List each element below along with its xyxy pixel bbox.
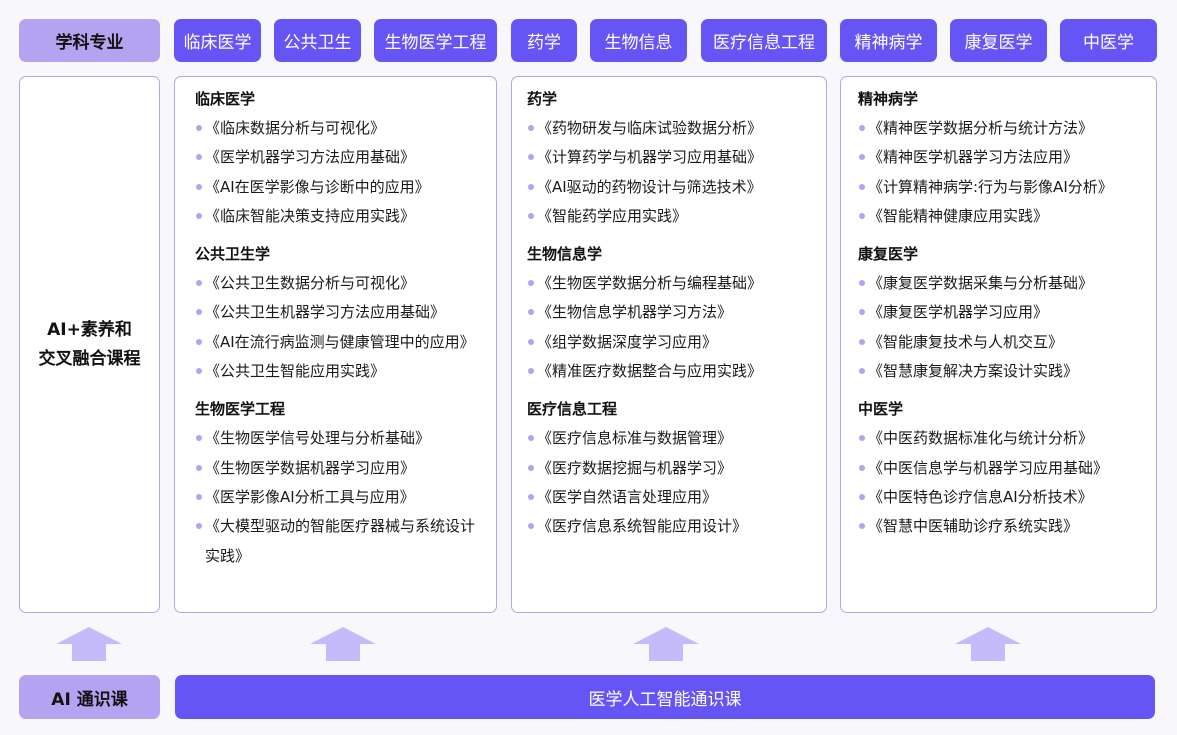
course-item: 《智能康复技术与人机交互》 [858,328,1156,357]
tab-pharmacy[interactable]: 药学 [511,19,577,62]
course-item: 《公共卫生智能应用实践》 [195,357,478,386]
section-clinical-medicine: 临床医学 《临床数据分析与可视化》 《医学机器学习方法应用基础》 《AI在医学影… [195,88,478,231]
course-item: 《智能精神健康应用实践》 [858,202,1156,231]
course-item: 《AI驱动的药物设计与筛选技术》 [527,173,826,202]
ai-literacy-cross-discipline-card: AI+素养和 交叉融合课程 [19,76,160,613]
tab-medical-information-engineering[interactable]: 医疗信息工程 [701,19,827,62]
section-title: 药学 [527,90,558,108]
course-item: 《医疗数据挖掘与机器学习》 [527,454,826,483]
course-item: 《AI在医学影像与诊断中的应用》 [195,173,478,202]
section-psychiatry: 精神病学 《精神医学数据分析与统计方法》 《精神医学机器学习方法应用》 《计算精… [858,88,1156,231]
side-card-line-1: AI+素养和 [47,319,132,340]
section-title: 生物信息学 [527,245,603,264]
section-bioinformatics: 生物信息学 《生物医学数据分析与编程基础》 《生物信息学机器学习方法》 《组学数… [527,243,826,386]
course-item: 《临床数据分析与可视化》 [195,114,478,143]
course-item: 《医学影像AI分析工具与应用》 [195,483,478,512]
section-traditional-chinese-medicine: 中医学 《中医药数据标准化与统计分析》 《中医信息学与机器学习应用基础》 《中医… [858,398,1156,541]
course-item: 《智能药学应用实践》 [527,202,826,231]
course-card-2: 药学 《药物研发与临床试验数据分析》 《计算药学与机器学习应用基础》 《AI驱动… [511,76,827,613]
course-item: 《中医特色诊疗信息AI分析技术》 [858,483,1156,512]
medical-ai-general-course-bar: 医学人工智能通识课 [175,675,1155,719]
course-item: 《精神医学数据分析与统计方法》 [858,114,1156,143]
tab-traditional-chinese-medicine[interactable]: 中医学 [1060,19,1157,62]
course-item: 《生物信息学机器学习方法》 [527,298,826,327]
course-item: 《药物研发与临床试验数据分析》 [527,114,826,143]
course-item: 《计算药学与机器学习应用基础》 [527,143,826,172]
course-item: 《医学机器学习方法应用基础》 [195,143,478,172]
section-title: 康复医学 [858,245,919,264]
course-item: 《精神医学机器学习方法应用》 [858,143,1156,172]
section-title: 中医学 [858,400,904,419]
course-item: 《医疗信息系统智能应用设计》 [527,512,826,541]
side-card-line-2: 交叉融合课程 [38,348,141,369]
course-item: 《计算精神病学:行为与影像AI分析》 [858,173,1156,202]
tab-bioinformatics[interactable]: 生物信息 [590,19,687,62]
up-arrow-icon [56,627,122,661]
course-card-1: 临床医学 《临床数据分析与可视化》 《医学机器学习方法应用基础》 《AI在医学影… [174,76,497,613]
course-item: 《公共卫生数据分析与可视化》 [195,269,478,298]
course-card-3: 精神病学 《精神医学数据分析与统计方法》 《精神医学机器学习方法应用》 《计算精… [840,76,1157,613]
course-item: 《中医信息学与机器学习应用基础》 [858,454,1156,483]
ai-general-course-label: AI 通识课 [19,675,160,719]
course-item: 《智慧康复解决方案设计实践》 [858,357,1156,386]
course-item: 《康复医学机器学习应用》 [858,298,1156,327]
section-title: 公共卫生学 [195,245,271,264]
course-item: 《医疗信息标准与数据管理》 [527,424,826,453]
ai-literacy-cross-discipline-title: AI+素养和 交叉融合课程 [39,316,141,374]
course-item: 《AI在流行病监测与健康管理中的应用》 [195,328,478,357]
course-item: 《临床智能决策支持应用实践》 [195,202,478,231]
up-arrow-icon [633,627,699,661]
section-title: 临床医学 [195,90,256,108]
section-title: 医疗信息工程 [527,400,618,419]
course-item: 《生物医学信号处理与分析基础》 [195,424,478,453]
course-item: 《大模型驱动的智能医疗器械与系统设计实践》 [195,512,478,571]
subject-major-label: 学科专业 [19,19,160,62]
tab-rehabilitation-medicine[interactable]: 康复医学 [950,19,1047,62]
section-title: 精神病学 [858,90,919,108]
up-arrow-icon [955,627,1021,661]
section-medical-information-engineering: 医疗信息工程 《医疗信息标准与数据管理》 《医疗数据挖掘与机器学习》 《医学自然… [527,398,826,541]
section-pharmacy: 药学 《药物研发与临床试验数据分析》 《计算药学与机器学习应用基础》 《AI驱动… [527,88,826,231]
tab-psychiatry[interactable]: 精神病学 [840,19,937,62]
tab-clinical-medicine[interactable]: 临床医学 [174,19,261,62]
section-biomedical-engineering: 生物医学工程 《生物医学信号处理与分析基础》 《生物医学数据机器学习应用》 《医… [195,398,478,570]
section-public-health: 公共卫生学 《公共卫生数据分析与可视化》 《公共卫生机器学习方法应用基础》 《A… [195,243,478,386]
tab-biomedical-engineering[interactable]: 生物医学工程 [374,19,497,62]
course-item: 《智慧中医辅助诊疗系统实践》 [858,512,1156,541]
course-item: 《医学自然语言处理应用》 [527,483,826,512]
course-item: 《组学数据深度学习应用》 [527,328,826,357]
course-item: 《生物医学数据机器学习应用》 [195,454,478,483]
course-item: 《精准医疗数据整合与应用实践》 [527,357,826,386]
course-item: 《康复医学数据采集与分析基础》 [858,269,1156,298]
course-item: 《中医药数据标准化与统计分析》 [858,424,1156,453]
section-title: 生物医学工程 [195,400,286,419]
course-item: 《生物医学数据分析与编程基础》 [527,269,826,298]
up-arrow-icon [310,627,376,661]
course-item: 《公共卫生机器学习方法应用基础》 [195,298,478,327]
section-rehabilitation-medicine: 康复医学 《康复医学数据采集与分析基础》 《康复医学机器学习应用》 《智能康复技… [858,243,1156,386]
tab-public-health[interactable]: 公共卫生 [274,19,361,62]
